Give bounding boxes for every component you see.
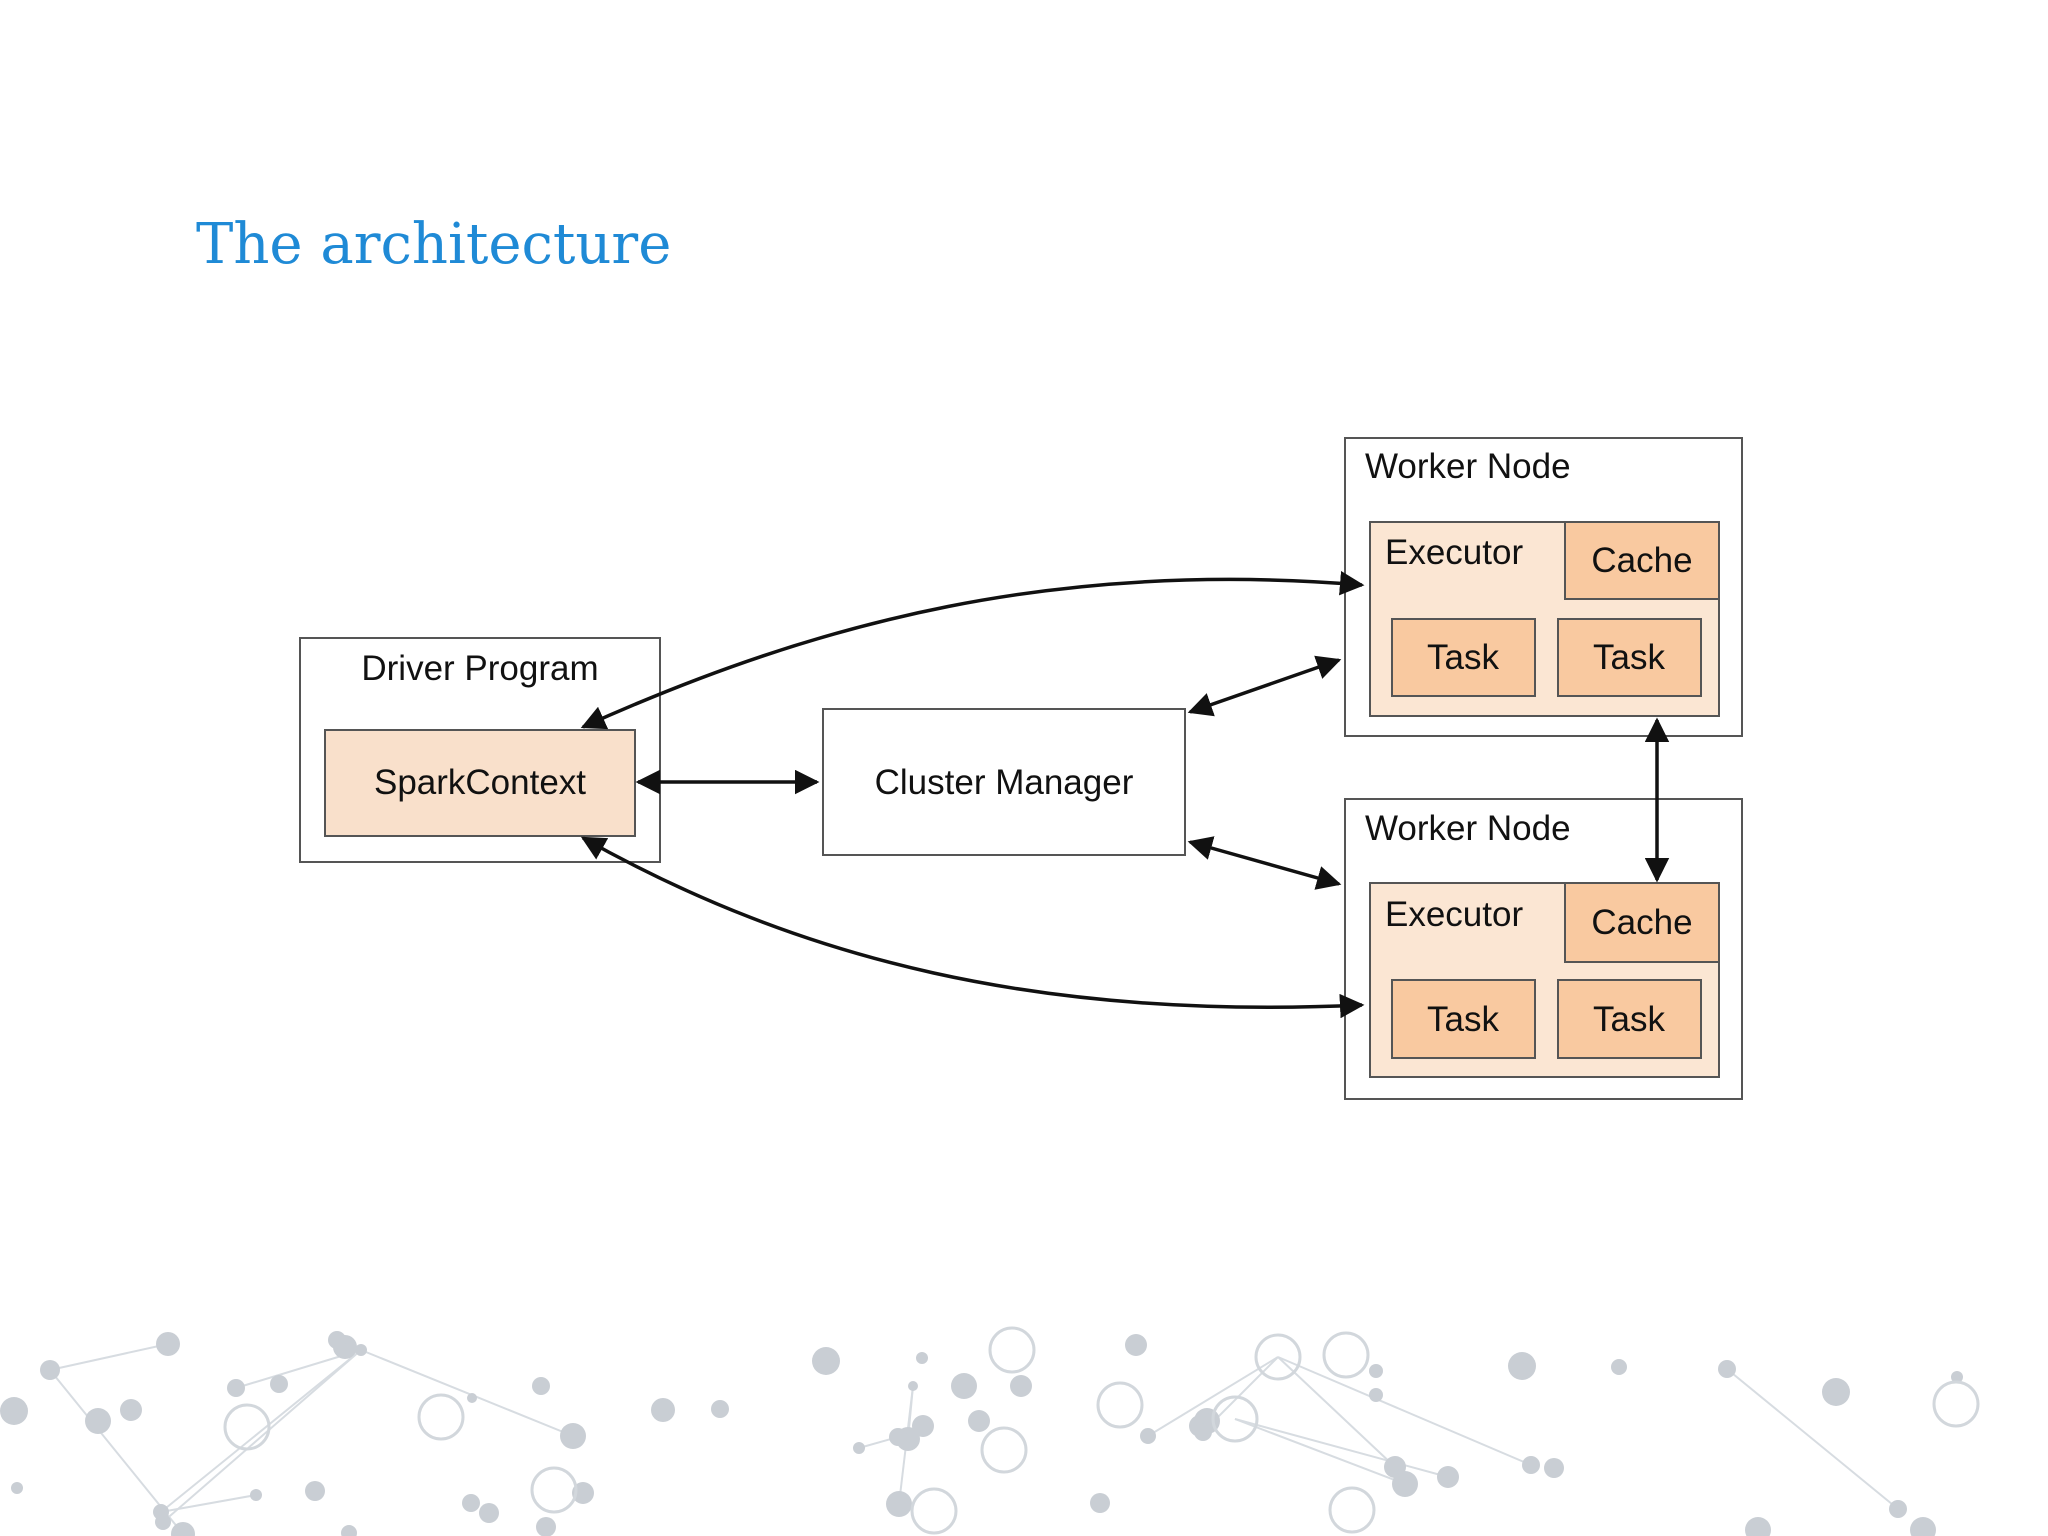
- slide-title: The architecture: [196, 212, 672, 277]
- sparkcontext-box: [324, 729, 636, 837]
- task-2a-label: Task: [1427, 1000, 1499, 1039]
- cluster-manager-label: Cluster Manager: [875, 763, 1134, 802]
- cache-1-label: Cache: [1591, 541, 1692, 580]
- task-1a-box: [1391, 618, 1536, 697]
- arrow-context-executor2: [580, 836, 1365, 1019]
- cluster-manager-box: Cluster Manager: [822, 708, 1186, 856]
- task-1a-label: Task: [1427, 638, 1499, 677]
- cache-2-label: Cache: [1591, 903, 1692, 942]
- task-2a-box: [1391, 979, 1536, 1059]
- worker-node-1: Worker Node Executor Cache Task Task: [1344, 437, 1743, 737]
- arrow-cluster-worker2: [1187, 836, 1342, 890]
- task-2b-label: Task: [1593, 1000, 1665, 1039]
- worker-node-2: Worker Node Executor Cache Task Task: [1344, 798, 1743, 1100]
- executor-2-label: Executor: [1385, 895, 1523, 934]
- cache-2-box: [1564, 882, 1720, 963]
- arrow-cluster-worker1: [1187, 655, 1342, 717]
- driver-program-box: Driver Program SparkContext: [299, 637, 661, 863]
- worker-node-1-label: Worker Node: [1365, 447, 1571, 486]
- sparkcontext-label: SparkContext: [374, 763, 586, 802]
- arrow-context-executor1: [580, 570, 1365, 730]
- task-1b-label: Task: [1593, 638, 1665, 677]
- task-1b-box: [1557, 618, 1702, 697]
- task-2b-box: [1557, 979, 1702, 1059]
- worker-node-2-label: Worker Node: [1365, 809, 1571, 848]
- cache-1-box: [1564, 521, 1720, 600]
- driver-program-label: Driver Program: [361, 649, 598, 688]
- executor-1-label: Executor: [1385, 533, 1523, 572]
- network-pattern-decoration: [0, 1326, 1980, 1536]
